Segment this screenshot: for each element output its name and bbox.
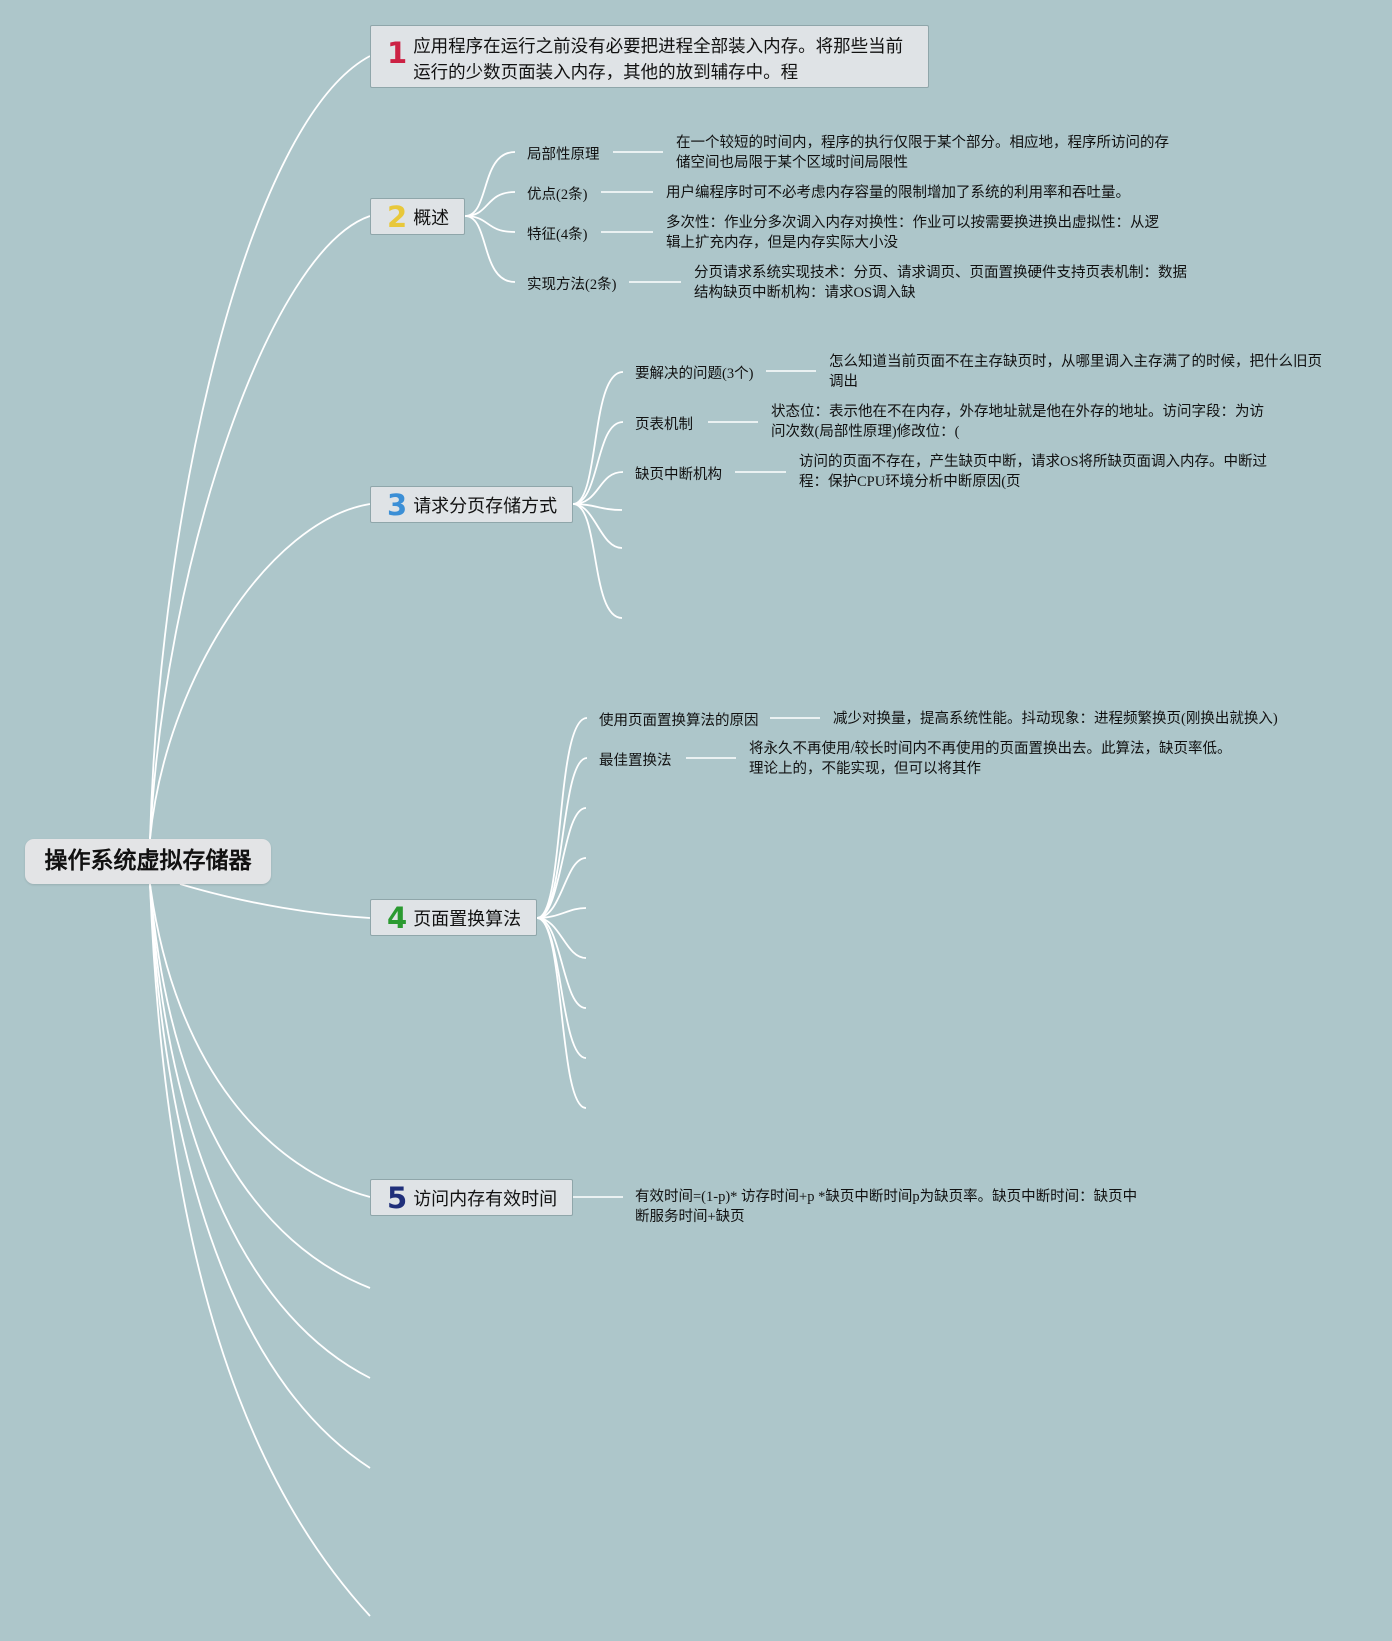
topic-4-number: 4 [387,900,408,935]
overview-item-implementation[interactable]: 实现方法(2条) [527,277,617,293]
replacement-item-reason[interactable]: 使用页面置换算法的原因 [599,713,759,729]
overview-desc-advantages: 用户编程序时可不必考虑内存容量的限制增加了系统的利用率和吞吐量。 [666,185,1130,201]
topic-1[interactable]: 1 应用程序在运行之前没有必要把进程全部装入内存。将那些当前运行的少数页面装入内… [370,25,929,88]
topic-5-number: 5 [387,1180,408,1215]
topic-5[interactable]: 5 访问内存有效时间 [370,1179,573,1216]
paging-desc-page-table: 状态位：表示他在不在内存，外存地址就是他在外存的地址。访问字段：为访问次数(局部… [771,404,1264,440]
overview-desc-implementation: 分页请求系统实现技术：分页、请求调页、页面置换硬件支持页表机制：数据结构缺页中断… [694,265,1187,301]
topic-1-label: 应用程序在运行之前没有必要把进程全部装入内存。将那些当前运行的少数页面装入内存，… [413,37,904,83]
replacement-desc-reason: 减少对换量，提高系统性能。抖动现象：进程频繁换页(刚换出就换入) [833,711,1278,727]
topic-2-label: 概述 [413,207,450,229]
topic-5-label: 访问内存有效时间 [413,1188,558,1210]
access-time-desc: 有效时间=(1-p)* 访存时间+p *缺页中断时间p为缺页率。缺页中断时间：缺… [635,1189,1138,1225]
topic-4[interactable]: 4 页面置换算法 [370,899,537,936]
overview-item-features[interactable]: 特征(4条) [527,227,588,243]
replacement-item-optimal[interactable]: 最佳置换法 [599,753,672,769]
overview-desc-features: 多次性：作业分多次调入内存对换性：作业可以按需要换进换出虚拟性：从逻辑上扩充内存… [666,215,1159,251]
paging-item-page-table[interactable]: 页表机制 [635,417,693,433]
paging-item-problems[interactable]: 要解决的问题(3个) [635,366,754,382]
topic-3-number: 3 [387,487,408,522]
replacement-desc-optimal: 将永久不再使用/较长时间内不再使用的页面置换出去。此算法，缺页率低。理论上的，不… [749,741,1232,777]
paging-desc-page-fault: 访问的页面不存在，产生缺页中断，请求OS将所缺页面调入内存。中断过程：保护CPU… [799,454,1268,490]
topic-2[interactable]: 2 概述 [370,198,465,235]
root-title: 操作系统虚拟存储器 [44,848,252,874]
topic-3-label: 请求分页存储方式 [413,495,558,517]
root-topic[interactable]: 操作系统虚拟存储器 [25,839,271,884]
topic-4-label: 页面置换算法 [413,908,522,930]
topic-1-number: 1 [387,36,408,70]
paging-desc-problems: 怎么知道当前页面不在主存缺页时，从哪里调入主存满了的时候，把什么旧页调出 [829,354,1322,390]
overview-item-locality[interactable]: 局部性原理 [527,147,600,163]
topic-3[interactable]: 3 请求分页存储方式 [370,486,573,523]
overview-item-advantages[interactable]: 优点(2条) [527,187,588,203]
topic-2-number: 2 [387,199,408,234]
overview-desc-locality: 在一个较短的时间内，程序的执行仅限于某个部分。相应地，程序所访问的存储空间也局限… [676,135,1169,171]
paging-item-page-fault[interactable]: 缺页中断机构 [635,467,722,483]
